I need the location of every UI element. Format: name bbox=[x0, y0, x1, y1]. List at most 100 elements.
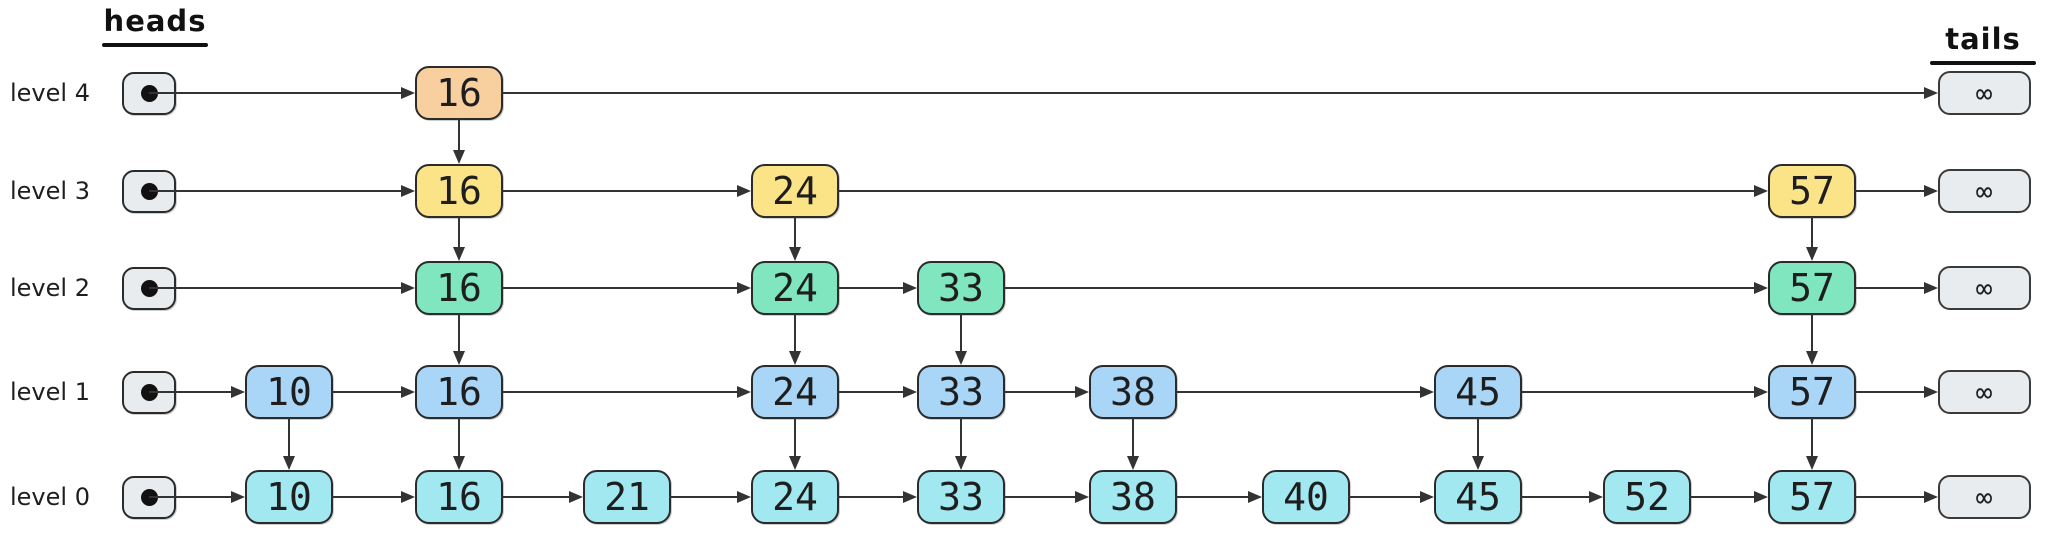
arrow-right-head bbox=[737, 490, 751, 503]
arrow-right-line bbox=[501, 189, 739, 193]
node-level0-45: 45 bbox=[1434, 470, 1522, 524]
tail-node-4: ∞ bbox=[1937, 475, 2031, 519]
node-level3-16: 16 bbox=[415, 164, 503, 218]
node-level1-16: 16 bbox=[415, 365, 503, 419]
level-label-level-3: level 3 bbox=[10, 177, 90, 205]
arrow-down-head bbox=[954, 351, 967, 365]
arrow-down-line bbox=[959, 314, 963, 353]
arrow-right-line bbox=[331, 495, 403, 499]
node-level0-10: 10 bbox=[245, 470, 333, 524]
tails-title: tails bbox=[1945, 22, 2021, 56]
arrow-right-line bbox=[1520, 390, 1756, 394]
node-level2-57: 57 bbox=[1768, 261, 1856, 315]
arrow-right-head bbox=[1420, 490, 1434, 503]
tail-node-3: ∞ bbox=[1937, 370, 2031, 414]
arrow-down-head bbox=[1805, 247, 1818, 261]
tails-underline bbox=[1930, 61, 2036, 65]
arrow-right-line bbox=[1689, 495, 1756, 499]
arrow-right-head bbox=[1248, 490, 1262, 503]
node-level1-45: 45 bbox=[1434, 365, 1522, 419]
arrow-down-line bbox=[959, 418, 963, 458]
node-level0-33: 33 bbox=[917, 470, 1005, 524]
arrow-down-head bbox=[954, 456, 967, 470]
arrow-right-line bbox=[1175, 390, 1422, 394]
arrow-right-head bbox=[1754, 490, 1768, 503]
arrow-right-line bbox=[501, 286, 739, 290]
arrow-right-line bbox=[1854, 390, 1926, 394]
arrow-right-head bbox=[401, 281, 415, 294]
arrow-right-head bbox=[737, 184, 751, 197]
arrow-right-head bbox=[1420, 385, 1434, 398]
tail-node-2: ∞ bbox=[1937, 266, 2031, 310]
arrow-down-line bbox=[1131, 418, 1135, 458]
arrow-right-head bbox=[737, 385, 751, 398]
node-level1-38: 38 bbox=[1089, 365, 1177, 419]
arrow-right-head bbox=[401, 86, 415, 99]
arrow-down-line bbox=[457, 418, 461, 458]
arrow-right-line bbox=[669, 495, 739, 499]
arrow-down-head bbox=[788, 351, 801, 365]
node-level0-40: 40 bbox=[1262, 470, 1350, 524]
arrow-right-head bbox=[737, 281, 751, 294]
heads-title: heads bbox=[103, 4, 207, 38]
level-label-level-2: level 2 bbox=[10, 274, 90, 302]
arrow-down-line bbox=[457, 314, 461, 353]
arrow-right-line bbox=[501, 390, 739, 394]
tail-node-0: ∞ bbox=[1937, 71, 2031, 115]
arrow-down-line bbox=[793, 217, 797, 249]
arrow-right-line bbox=[1854, 189, 1926, 193]
arrow-down-line bbox=[457, 217, 461, 249]
arrow-down-head bbox=[452, 247, 465, 261]
arrow-right-head bbox=[903, 281, 917, 294]
arrow-right-head bbox=[903, 385, 917, 398]
arrow-down-head bbox=[788, 247, 801, 261]
level-label-level-4: level 4 bbox=[10, 79, 90, 107]
arrow-right-line bbox=[1854, 286, 1926, 290]
node-level2-16: 16 bbox=[415, 261, 503, 315]
node-level0-57: 57 bbox=[1768, 470, 1856, 524]
arrow-right-head bbox=[401, 490, 415, 503]
level-label-level-0: level 0 bbox=[10, 483, 90, 511]
arrow-right-line bbox=[1520, 495, 1591, 499]
arrow-down-head bbox=[1471, 456, 1484, 470]
arrow-right-head bbox=[1754, 184, 1768, 197]
arrow-right-line bbox=[1854, 495, 1926, 499]
arrow-right-head bbox=[231, 385, 245, 398]
node-level2-24: 24 bbox=[751, 261, 839, 315]
arrow-right-line bbox=[149, 189, 403, 193]
node-level0-24: 24 bbox=[751, 470, 839, 524]
node-level4-16: 16 bbox=[415, 66, 503, 120]
arrow-down-line bbox=[793, 314, 797, 353]
tail-node-1: ∞ bbox=[1937, 169, 2031, 213]
arrow-right-head bbox=[1075, 385, 1089, 398]
arrow-down-head bbox=[1805, 351, 1818, 365]
level-label-level-1: level 1 bbox=[10, 378, 90, 406]
arrow-right-head bbox=[903, 490, 917, 503]
arrow-right-head bbox=[1754, 281, 1768, 294]
node-level1-24: 24 bbox=[751, 365, 839, 419]
node-level0-21: 21 bbox=[583, 470, 671, 524]
arrow-right-line bbox=[149, 495, 233, 499]
arrow-down-line bbox=[287, 418, 291, 458]
arrow-right-line bbox=[1003, 390, 1077, 394]
arrow-right-line bbox=[837, 286, 905, 290]
arrow-right-head bbox=[231, 490, 245, 503]
arrow-right-line bbox=[837, 390, 905, 394]
arrow-down-line bbox=[1810, 418, 1814, 458]
heads-underline bbox=[102, 43, 208, 47]
arrow-right-head bbox=[1923, 490, 1938, 503]
arrow-down-line bbox=[457, 119, 461, 152]
arrow-right-head bbox=[1923, 86, 1938, 99]
arrow-right-head bbox=[401, 385, 415, 398]
arrow-down-line bbox=[1810, 217, 1814, 249]
node-level3-57: 57 bbox=[1768, 164, 1856, 218]
arrow-right-line bbox=[501, 495, 571, 499]
arrow-right-head bbox=[1075, 490, 1089, 503]
arrow-right-line bbox=[837, 189, 1756, 193]
arrow-down-head bbox=[452, 456, 465, 470]
node-level1-33: 33 bbox=[917, 365, 1005, 419]
node-level0-52: 52 bbox=[1603, 470, 1691, 524]
arrow-right-line bbox=[1003, 495, 1077, 499]
arrow-right-head bbox=[1589, 490, 1603, 503]
